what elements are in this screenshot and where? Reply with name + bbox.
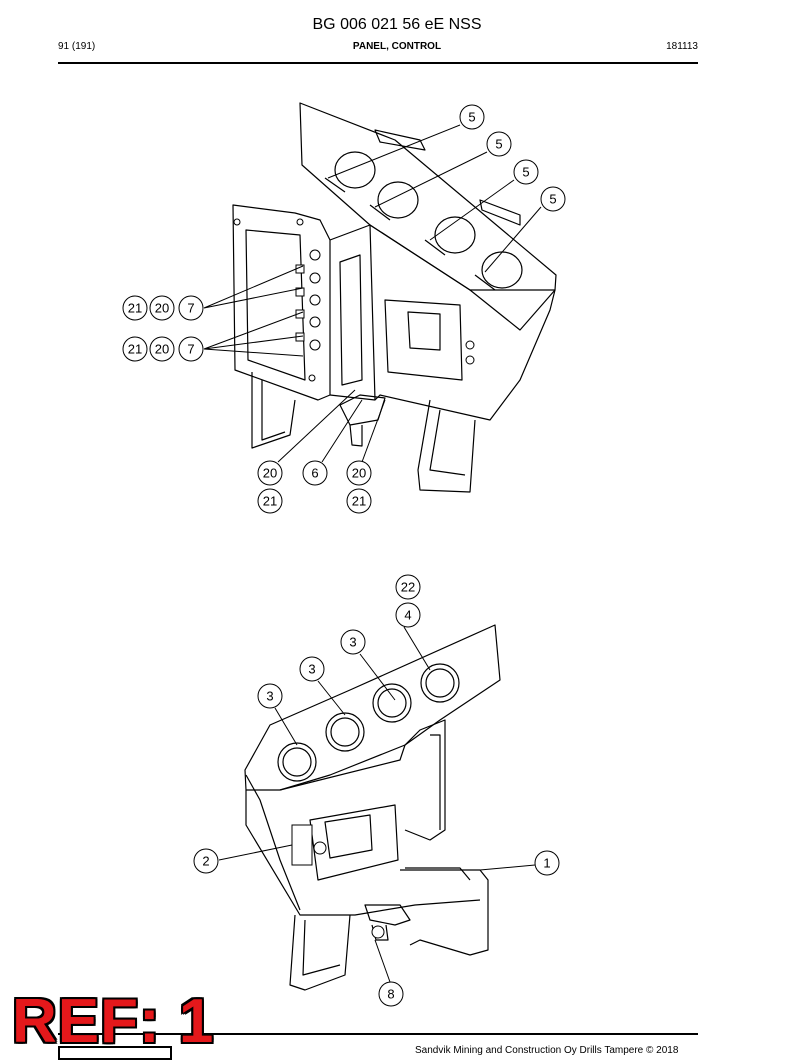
callout-bottom-1: 4 [404, 608, 411, 623]
reference-stamp: REF: 1 [12, 987, 215, 1056]
section-title: PANEL, CONTROL [352, 41, 442, 52]
callout-top-9: 7 [187, 342, 194, 357]
callout-top-12: 6 [311, 466, 318, 481]
header-rule [58, 62, 698, 64]
footer-rule [58, 1033, 698, 1035]
callout-top-8: 20 [155, 342, 169, 357]
bottom-valve [291, 824, 385, 939]
top-assembly-linework [232, 102, 557, 493]
callout-bottom-0: 22 [401, 580, 415, 595]
top-fittings [233, 218, 475, 382]
callout-bottom-6: 1 [543, 856, 550, 871]
footer-copyright: Sandvik Mining and Construction Oy Drill… [415, 1045, 679, 1056]
company-logo [58, 1046, 172, 1060]
callout-labels: 5 5 5 5 21 20 7 21 20 7 20 21 6 20 21 22… [128, 110, 557, 1002]
callout-top-4: 21 [128, 301, 142, 316]
callout-top-14: 21 [352, 494, 366, 509]
callout-top-7: 21 [128, 342, 142, 357]
top-gauges [324, 151, 523, 291]
callout-bottom-5: 2 [202, 854, 209, 869]
callout-top-2: 5 [522, 165, 529, 180]
callout-circles [122, 104, 566, 1007]
callout-bottom-4: 3 [266, 689, 273, 704]
document-code: 181113 [666, 41, 698, 52]
callout-top-1: 5 [495, 137, 502, 152]
callout-top-6: 7 [187, 301, 194, 316]
callout-bottom-3: 3 [308, 662, 315, 677]
callout-bottom-7: 8 [387, 987, 394, 1002]
bottom-gauges [277, 663, 460, 782]
callout-top-0: 5 [468, 110, 475, 125]
callout-bottom-2: 3 [349, 635, 356, 650]
leader-lines [203, 124, 542, 983]
callout-top-5: 20 [155, 301, 169, 316]
callout-top-11: 21 [263, 494, 277, 509]
document-title: BG 006 021 56 eE NSS [312, 16, 482, 33]
callout-top-3: 5 [549, 192, 556, 207]
page-number: 91 (191) [58, 41, 96, 52]
callout-top-10: 20 [263, 466, 277, 481]
callout-top-13: 20 [352, 466, 366, 481]
